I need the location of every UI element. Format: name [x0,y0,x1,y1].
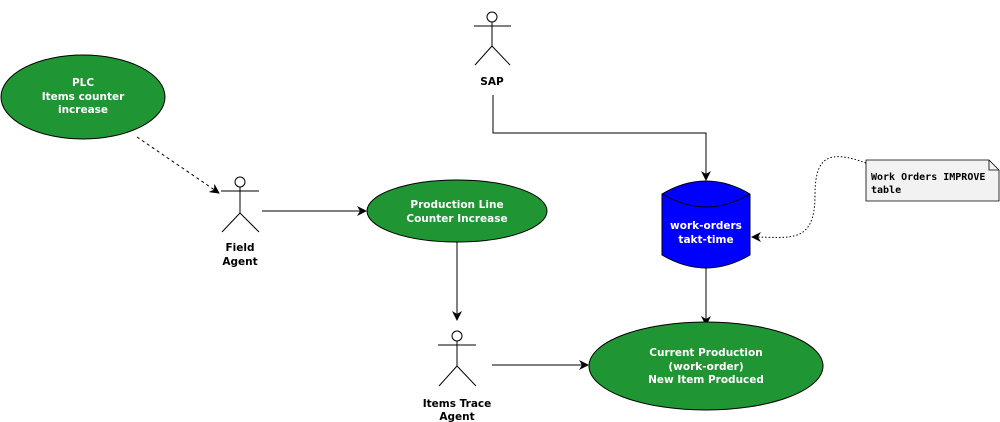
usecase-production-line[interactable]: Production Line Counter Increase [366,179,548,243]
usecase-label: Production Line [410,199,503,211]
actor-label: Agent [439,411,474,422]
actor-icon [486,11,498,23]
usecase-label: Items counter [42,91,125,103]
actor-label: SAP [480,76,504,88]
note-work-orders-improve[interactable]: Work Orders IMPROVE table [865,159,1000,202]
note-text: Work Orders IMPROVE [871,172,985,183]
usecase-label: increase [58,104,108,116]
actor-field-agent[interactable] [221,176,260,233]
database-work-orders[interactable]: work-orders takt-time [661,180,751,269]
arrow-plc-to-field-agent [136,136,220,194]
actor-label: Items Trace [423,398,492,410]
database-label: work-orders [670,220,742,232]
actor-label: Field [225,242,254,254]
usecase-label: PLC [72,77,94,89]
actor-label: Agent [222,256,257,268]
note-text: table [871,185,901,196]
actor-sap[interactable] [474,11,511,66]
actor-items-trace-agent[interactable] [438,330,477,387]
usecase-label: Current Production [649,347,762,359]
note-link-dotted [751,156,867,243]
usecase-label: New Item Produced [648,374,764,386]
arrow-sap-to-database [492,95,711,181]
actor-icon [234,176,246,188]
actor-icon [451,330,463,342]
database-label: takt-time [678,234,733,246]
usecase-plc[interactable]: PLC Items counter increase [0,54,166,140]
usecase-label: Counter Increase [406,213,507,225]
usecase-current-production[interactable]: Current Production (work-order) New Item… [588,321,824,411]
usecase-label: (work-order) [668,361,743,373]
